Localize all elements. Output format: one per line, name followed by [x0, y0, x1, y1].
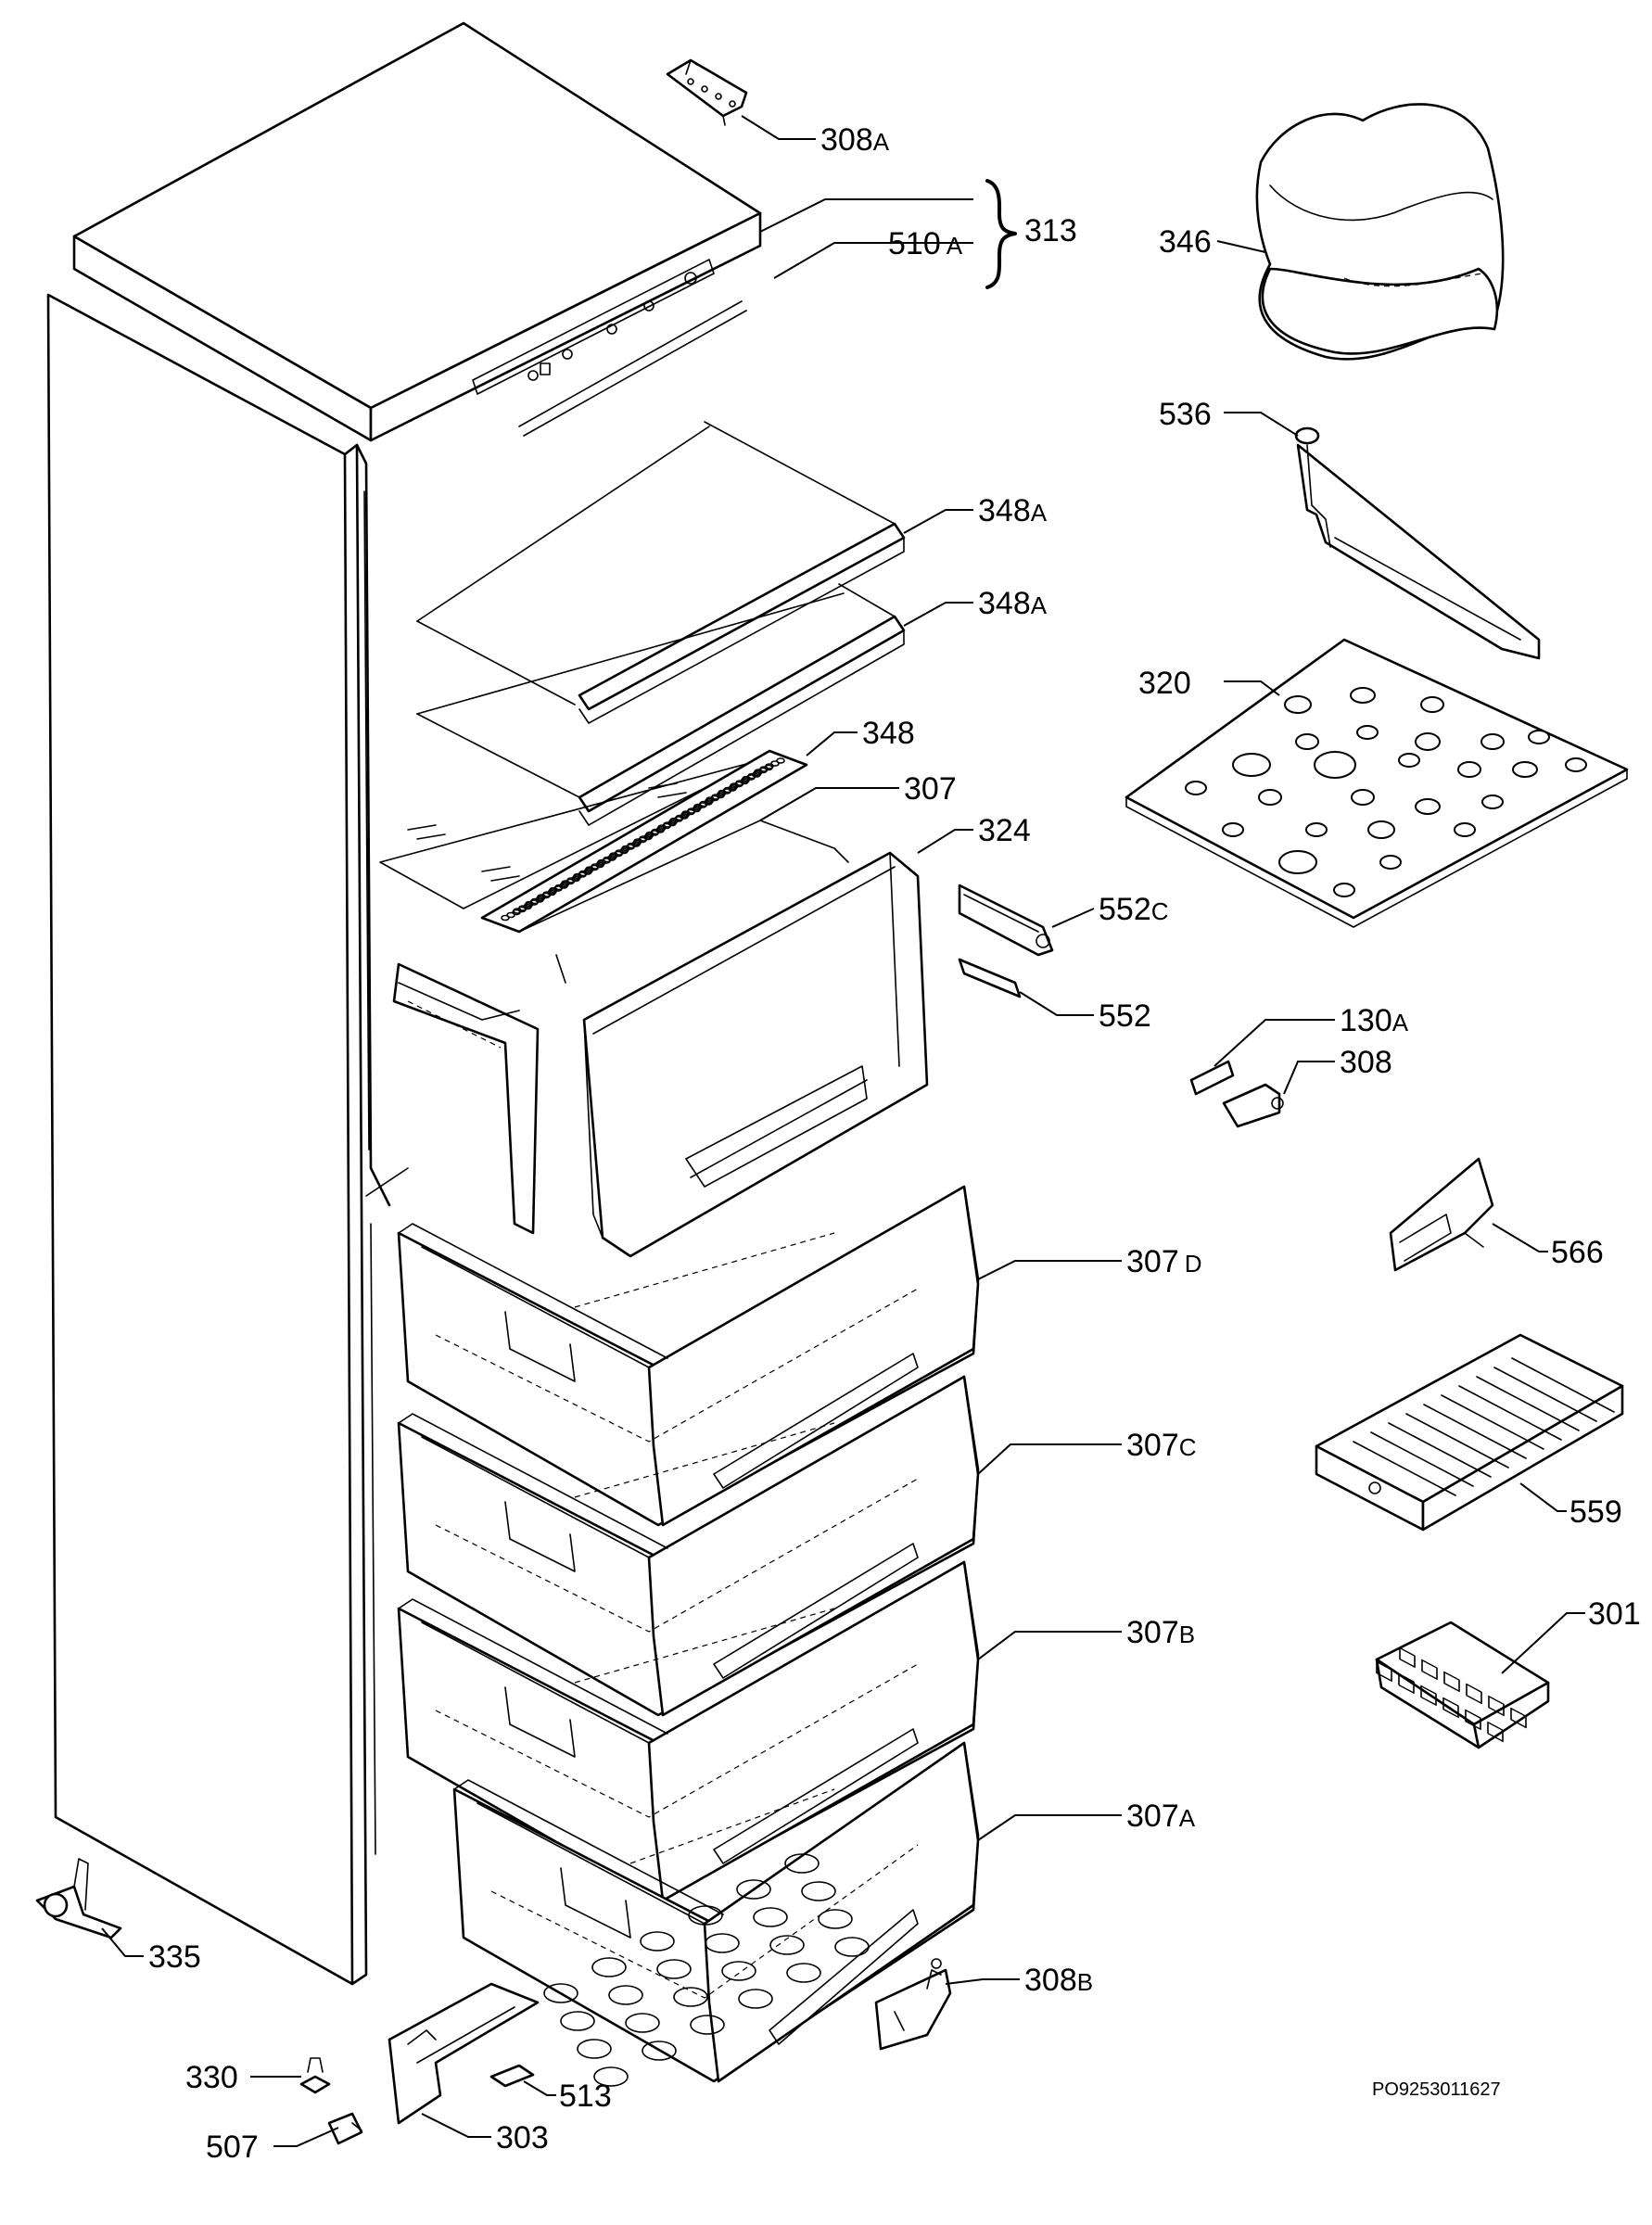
brace-313 — [985, 179, 1017, 289]
label-part-335: 335 — [148, 1939, 201, 1975]
label-part-330: 330 — [185, 2060, 238, 2095]
tray-307 — [392, 820, 849, 1235]
cold-pack-346 — [1255, 103, 1505, 361]
label-part-559: 559 — [1569, 1494, 1622, 1530]
ice-tray-559 — [1315, 1333, 1624, 1532]
label-part-507: 507 — [206, 2130, 259, 2165]
label-part-320: 320 — [1138, 666, 1191, 701]
grid-shelf-348 — [379, 749, 808, 934]
drawer-307b — [397, 1560, 980, 1902]
label-part-346: 346 — [1159, 224, 1212, 260]
clip-507 — [327, 2112, 363, 2145]
label-part-513: 513 — [559, 2079, 612, 2114]
hinge-335 — [35, 1858, 122, 1939]
label-part-552: 552 — [1099, 998, 1151, 1034]
label-part-536: 536 — [1159, 397, 1212, 432]
ice-cube-tray-301 — [1375, 1621, 1550, 1749]
label-part-307a: 307A — [1126, 1799, 1196, 1834]
flap-324 — [582, 851, 929, 1258]
label-part-130a: 130A — [1340, 1003, 1409, 1038]
label-part-301: 301 — [1588, 1596, 1641, 1632]
hinge-308 — [1222, 1083, 1284, 1128]
ice-scraper-566 — [1389, 1157, 1494, 1272]
top-cover-313 — [72, 21, 762, 442]
label-part-313: 313 — [1024, 213, 1077, 248]
label-part-308: 308 — [1340, 1045, 1392, 1080]
divider-536 — [1294, 426, 1541, 660]
drawer-307d — [397, 1185, 980, 1527]
clip-513 — [489, 2064, 535, 2088]
label-part-307: 307 — [904, 771, 957, 807]
drawer-stack — [397, 1185, 980, 2083]
label-part-348: 348 — [862, 716, 915, 751]
leader-lines — [101, 115, 1585, 2147]
perforated-plate-320 — [1125, 638, 1629, 928]
label-part-552c: 552C — [1099, 892, 1169, 927]
label-part-348a-lower: 348A — [978, 586, 1048, 621]
document-code: PO9253011627 — [1372, 2079, 1501, 2100]
foot-330 — [299, 2057, 331, 2094]
label-part-308b: 308B — [1024, 1963, 1093, 1998]
clip-130a — [1189, 1060, 1235, 1096]
label-part-308a: 308A — [820, 122, 890, 158]
rail-552 — [958, 958, 1022, 998]
top-hinge-308a — [666, 58, 748, 126]
label-part-324: 324 — [978, 813, 1031, 848]
glass-shelf-348a-upper — [416, 421, 906, 724]
rail-552c — [958, 884, 1054, 957]
hinge-308b — [874, 1958, 952, 2051]
drawer-307a-floor-holes — [543, 1853, 870, 2087]
label-part-566: 566 — [1551, 1235, 1604, 1270]
drawer-307c — [397, 1375, 980, 1717]
label-part-307c: 307C — [1126, 1428, 1197, 1463]
label-part-303: 303 — [496, 2120, 549, 2155]
label-part-348a-upper: 348A — [978, 493, 1048, 528]
kickplate-303 — [388, 1982, 540, 2125]
drawer-307a — [452, 1741, 980, 2083]
cabinet-body — [46, 293, 409, 1986]
label-part-307b: 307B — [1126, 1615, 1195, 1650]
